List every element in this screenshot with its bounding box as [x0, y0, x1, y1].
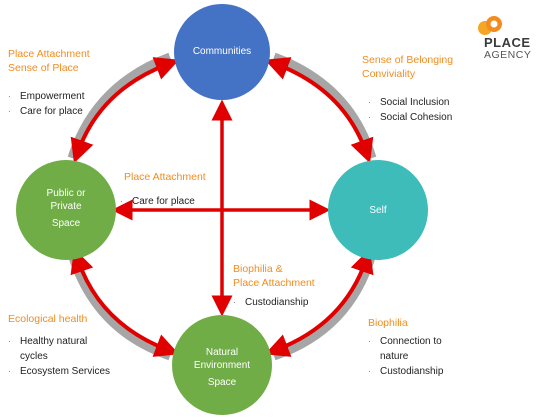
- bottom-right-line1: Biophilia: [368, 317, 408, 329]
- annotation-top-right-bullets: · Social Inclusion · Social Cohesion: [368, 95, 452, 125]
- cross-arrows: [111, 99, 331, 317]
- public-space-line2: Private: [50, 201, 82, 212]
- annotation-top-left-bullets: · Empowerment · Care for place: [8, 89, 84, 119]
- bullet-text: Social Cohesion: [380, 112, 453, 123]
- node-self-label: Self: [338, 204, 418, 217]
- bullet-icon: ·: [368, 367, 371, 376]
- bullet-icon: ·: [8, 92, 11, 101]
- natural-line3: Space: [207, 377, 237, 388]
- annotation-middle-bullets: · Care for place: [120, 194, 195, 209]
- annotation-bottom-left-bullets: · Healthy natural cycles · Ecosystem Servi…: [8, 334, 110, 379]
- annotation-bottom-left-heading: Ecological health: [8, 312, 87, 326]
- node-natural-environment: [172, 315, 272, 415]
- arrow-public-natural: [70, 248, 180, 357]
- natural-line2: Environment: [193, 360, 251, 371]
- annotation-center-bottom-bullets: · Custodianship: [233, 295, 308, 310]
- place-agency-logo-icon: [478, 16, 502, 35]
- annotation-bottom-right-heading: Biophilia: [368, 316, 408, 330]
- bullet-item: · Social Inclusion: [368, 95, 452, 110]
- logo-text-agency: AGENCY: [484, 49, 532, 61]
- bullet-text: Healthy natural: [20, 336, 88, 347]
- node-public-space-label: Public or Private Space: [26, 187, 106, 230]
- ring-arc-top-right: [272, 52, 377, 160]
- annotation-bottom-right-bullets: · Connection to nature · Custodianship: [368, 334, 443, 379]
- arrow-communities-public: [70, 57, 180, 164]
- logo-text-place: PLACE: [484, 35, 531, 50]
- arrow-communities-self: [264, 57, 374, 164]
- bullet-text: Empowerment: [20, 91, 85, 102]
- ring-arrows: [70, 57, 374, 357]
- bullet-icon: ·: [8, 367, 11, 376]
- top-right-line1: Sense of Belonging: [362, 54, 454, 66]
- top-right-line2: Conviviality: [362, 68, 416, 81]
- communities-text: Communities: [192, 46, 252, 57]
- bottom-left-line1: Ecological health: [8, 313, 88, 325]
- center-bottom-line1: Biophilia &: [233, 263, 283, 275]
- bullet-icon: ·: [120, 197, 123, 206]
- bullet-item: · Ecosystem Services: [8, 364, 110, 379]
- bullet-text: Social Inclusion: [380, 97, 450, 108]
- top-left-line2: Sense of Place: [8, 62, 79, 75]
- bullet-icon: ·: [8, 107, 11, 116]
- node-self: [328, 160, 428, 260]
- node-public-space: [16, 160, 116, 260]
- bullet-text: cycles: [20, 351, 48, 362]
- bullet-icon: ·: [368, 337, 371, 346]
- bullet-text: Care for place: [132, 196, 195, 207]
- bullet-item: · Empowerment: [8, 89, 84, 104]
- bullet-icon: ·: [368, 113, 371, 122]
- bullet-text: Care for place: [20, 106, 83, 117]
- node-communities: [174, 4, 270, 100]
- bullet-item: · Custodianship: [368, 364, 443, 379]
- bullet-item: · Connection to: [368, 334, 443, 349]
- node-communities-label: Communities: [182, 45, 262, 58]
- bullet-item: · Care for place: [120, 194, 195, 209]
- bullet-item: · Social Cohesion: [368, 110, 452, 125]
- top-left-line1: Place Attachment: [8, 48, 90, 60]
- self-text: Self: [369, 205, 387, 216]
- bullet-text: Ecosystem Services: [20, 366, 111, 377]
- annotation-center-bottom-heading: Biophilia & Place Attachment: [233, 262, 315, 290]
- annotation-middle-heading: Place Attachment: [124, 170, 206, 184]
- bullet-icon: ·: [233, 298, 236, 307]
- bullet-icon: ·: [8, 337, 11, 346]
- arrow-self-natural: [264, 248, 374, 357]
- bullet-text: Connection to: [380, 336, 442, 347]
- bullet-icon: ·: [368, 98, 371, 107]
- public-space-line3: Space: [51, 218, 81, 229]
- center-bottom-line2: Place Attachment: [233, 277, 315, 290]
- natural-line1: Natural: [205, 347, 239, 358]
- node-natural-label: Natural Environment Space: [182, 346, 262, 389]
- annotation-top-right-heading: Sense of Belonging Conviviality: [362, 53, 453, 81]
- bullet-item: · Custodianship: [233, 295, 308, 310]
- bullet-item: · Healthy natural: [8, 334, 110, 349]
- bullet-continuation: cycles: [8, 349, 110, 364]
- public-space-line1: Public or: [46, 188, 86, 199]
- annotation-top-left-heading: Place Attachment Sense of Place: [8, 47, 90, 75]
- bullet-item: · Care for place: [8, 104, 84, 119]
- bullet-text: Custodianship: [245, 297, 309, 308]
- bullet-continuation: nature: [368, 349, 443, 364]
- middle-line1: Place Attachment: [124, 171, 206, 183]
- bullet-text: nature: [380, 351, 409, 362]
- bullet-text: Custodianship: [380, 366, 444, 377]
